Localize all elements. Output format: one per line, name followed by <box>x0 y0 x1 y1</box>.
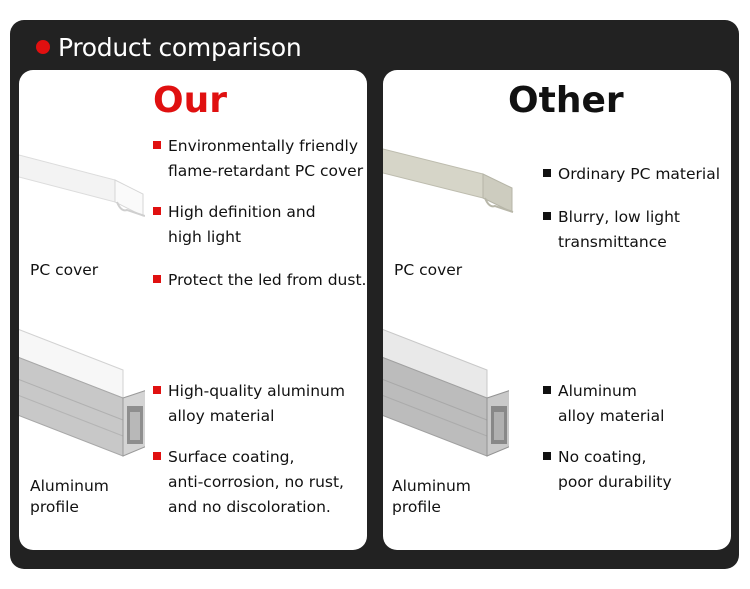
feature-text: No coating, <box>558 448 647 466</box>
feature-text: Surface coating, <box>168 448 295 466</box>
pc-cover-image-other <box>383 144 514 224</box>
red-dot-icon <box>36 40 50 54</box>
bullet-icon <box>543 212 551 220</box>
aluminum-profile-image-our <box>19 328 145 473</box>
pc-cover-label-our: PC cover <box>30 261 99 279</box>
bullet-icon <box>153 207 161 215</box>
header: Product comparison <box>36 30 302 64</box>
our-feature-2: High definition and high light <box>153 200 316 250</box>
feature-text: Blurry, low light <box>558 208 681 226</box>
aluminum-profile-image-other <box>383 328 509 473</box>
aluminum-label-our: Aluminum profile <box>30 476 109 518</box>
aluminum-label-line1: Aluminum <box>392 477 471 495</box>
feature-text: anti-corrosion, no rust, <box>168 473 344 491</box>
pc-cover-image-our <box>19 150 145 230</box>
our-title: Our <box>153 80 227 121</box>
bullet-icon <box>153 275 161 283</box>
feature-text: Protect the led from dust. <box>168 271 367 289</box>
bullet-icon <box>543 452 551 460</box>
feature-text: flame-retardant PC cover <box>168 162 364 180</box>
feature-text: Aluminum <box>558 382 637 400</box>
feature-text: Environmentally friendly <box>168 137 358 155</box>
feature-text: transmittance <box>558 233 667 251</box>
feature-text: high light <box>168 228 242 246</box>
feature-text: and no discoloration. <box>168 498 331 516</box>
aluminum-label-line2: profile <box>392 498 441 516</box>
our-feature-5: Surface coating, anti-corrosion, no rust… <box>153 445 344 520</box>
other-feature-3: Aluminum alloy material <box>543 379 664 429</box>
feature-text: alloy material <box>558 407 665 425</box>
feature-text: alloy material <box>168 407 275 425</box>
bullet-icon <box>153 386 161 394</box>
our-feature-1: Environmentally friendly flame-retardant… <box>153 134 363 184</box>
aluminum-label-line1: Aluminum <box>30 477 109 495</box>
other-title: Other <box>508 80 624 121</box>
other-feature-4: No coating, poor durability <box>543 445 672 495</box>
feature-text: High definition and <box>168 203 316 221</box>
feature-text: poor durability <box>558 473 672 491</box>
our-panel: Our PC cover Aluminum profile Environmen… <box>19 70 367 550</box>
bullet-icon <box>153 452 161 460</box>
bullet-icon <box>153 141 161 149</box>
aluminum-label-line2: profile <box>30 498 79 516</box>
our-feature-3: Protect the led from dust. <box>153 268 366 293</box>
pc-cover-label-other: PC cover <box>394 261 463 279</box>
other-feature-2: Blurry, low light transmittance <box>543 205 680 255</box>
aluminum-label-other: Aluminum profile <box>392 476 471 518</box>
bullet-icon <box>543 169 551 177</box>
other-panel: Other PC cover Aluminum profile Ordinary… <box>383 70 731 550</box>
page-title: Product comparison <box>58 32 302 62</box>
feature-text: Ordinary PC material <box>558 165 721 183</box>
other-feature-1: Ordinary PC material <box>543 162 720 187</box>
our-feature-4: High-quality aluminum alloy material <box>153 379 345 429</box>
feature-text: High-quality aluminum <box>168 382 345 400</box>
bullet-icon <box>543 386 551 394</box>
